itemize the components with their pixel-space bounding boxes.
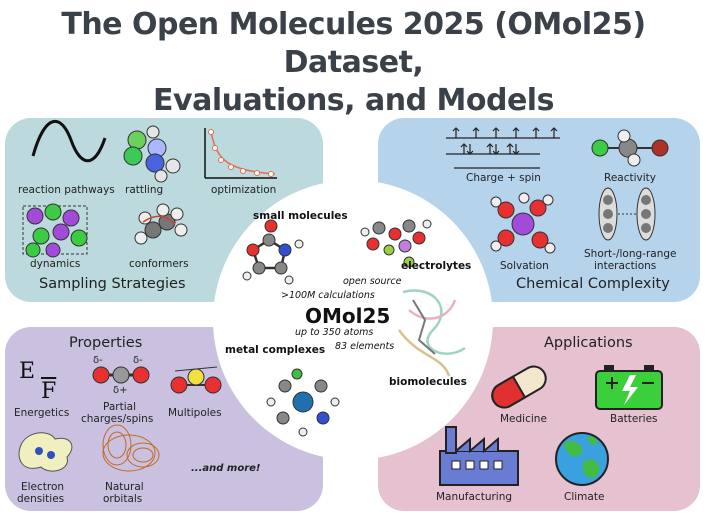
interactions-icon bbox=[598, 187, 656, 241]
natural-orbitals-icon bbox=[102, 424, 160, 472]
interactions-label-line1: Short-/long-range bbox=[584, 248, 677, 260]
metal-complexes-label: metal complexes bbox=[225, 344, 326, 356]
biomolecule-icon bbox=[397, 289, 466, 377]
properties-illustrations bbox=[18, 366, 222, 472]
energetics-label: Energetics bbox=[14, 407, 70, 419]
rattling-label: rattling bbox=[125, 184, 164, 196]
delta-minus-right: δ- bbox=[133, 355, 143, 366]
properties-title: Properties bbox=[69, 335, 143, 351]
climate-icon bbox=[555, 432, 609, 486]
batteries-label: Batteries bbox=[610, 413, 658, 425]
center-illustrations bbox=[242, 219, 466, 437]
and-more-label: ...and more! bbox=[191, 463, 261, 474]
delta-plus: δ+ bbox=[113, 385, 128, 396]
sampling-strategies-title: Sampling Strategies bbox=[39, 276, 186, 292]
biomolecules-label: biomolecules bbox=[389, 376, 467, 388]
orbitals-label-line1: Natural bbox=[105, 481, 144, 493]
applications-illustrations bbox=[439, 365, 663, 486]
title-line-2: Evaluations, and Models bbox=[153, 83, 554, 118]
medicine-label: Medicine bbox=[500, 413, 547, 425]
elements-label: 83 elements bbox=[335, 341, 395, 352]
conformers-label: conformers bbox=[129, 258, 189, 270]
multipoles-icon bbox=[170, 366, 222, 394]
delta-minus-left: δ- bbox=[93, 355, 103, 366]
solvation-label: Solvation bbox=[500, 260, 549, 272]
electrolytes-label: electrolytes bbox=[401, 260, 472, 272]
multipoles-label: Multipoles bbox=[168, 407, 222, 419]
conformers-icon bbox=[134, 203, 188, 245]
dynamics-label: dynamics bbox=[30, 258, 81, 270]
partial-charges-icon bbox=[92, 366, 150, 384]
small-molecules-label: small molecules bbox=[253, 210, 348, 222]
optimization-label: optimization bbox=[211, 184, 277, 196]
partial-label-line2: charges/spins bbox=[81, 413, 154, 425]
electron-density-icon bbox=[18, 432, 73, 472]
atoms-label: up to 350 atoms bbox=[295, 327, 374, 338]
electrolyte-icon bbox=[360, 219, 432, 268]
force-symbol: F bbox=[41, 379, 57, 404]
omol25-label: OMol25 bbox=[305, 304, 391, 328]
rattling-icon bbox=[123, 125, 181, 183]
medicine-icon bbox=[491, 365, 547, 409]
applications-title: Applications bbox=[544, 335, 633, 351]
batteries-icon bbox=[595, 365, 663, 410]
electron-label-line1: Electron bbox=[21, 481, 65, 493]
reactivity-label: Reactivity bbox=[604, 172, 656, 184]
reaction-pathway-icon bbox=[31, 120, 107, 163]
center-circle: small molecules electrolytes open source… bbox=[213, 180, 493, 460]
sampling-illustrations bbox=[22, 120, 277, 258]
partial-label-line1: Partial bbox=[103, 401, 136, 413]
title-line-1: The Open Molecules 2025 (OMol25) Dataset… bbox=[61, 7, 646, 80]
chemical-complexity-title: Chemical Complexity bbox=[516, 276, 670, 292]
energy-symbol: E bbox=[19, 359, 36, 384]
metal-complex-icon bbox=[266, 368, 340, 437]
optimization-icon bbox=[204, 128, 277, 179]
small-molecule-icon bbox=[242, 219, 304, 285]
chemical-illustrations bbox=[446, 127, 669, 254]
page-title: The Open Molecules 2025 (OMol25) Dataset… bbox=[0, 6, 707, 120]
reactivity-icon bbox=[591, 129, 669, 167]
reaction-pathways-label: reaction pathways bbox=[18, 184, 115, 196]
charge-spin-label: Charge + spin bbox=[466, 172, 541, 184]
electron-label-line2: densities bbox=[17, 493, 65, 505]
climate-label: Climate bbox=[564, 491, 605, 503]
interactions-label-line2: interactions bbox=[594, 260, 657, 272]
dynamics-icon bbox=[22, 203, 88, 258]
open-source-label: open source bbox=[343, 276, 402, 287]
orbitals-label-line2: orbitals bbox=[103, 493, 143, 505]
manufacturing-label: Manufacturing bbox=[436, 491, 513, 503]
manufacturing-icon bbox=[439, 426, 519, 486]
calculations-label: >100M calculations bbox=[281, 290, 375, 301]
solvation-icon bbox=[490, 192, 556, 254]
charge-spin-icon bbox=[446, 127, 560, 169]
